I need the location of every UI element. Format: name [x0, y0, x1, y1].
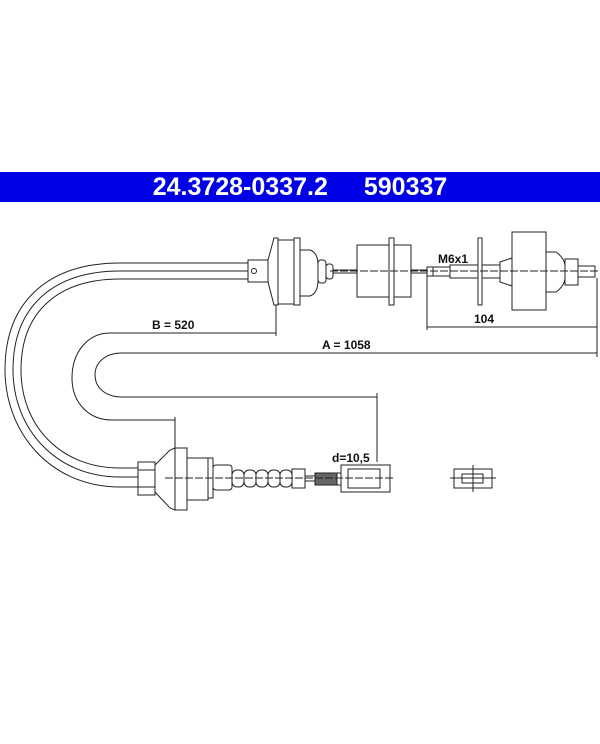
dimension-lines — [71, 276, 598, 462]
dimension-104-label: 104 — [474, 312, 494, 326]
dimension-b-label: B = 520 — [152, 318, 195, 332]
part-number: 24.3728-0337.2 — [152, 172, 328, 201]
reference-number: 590337 — [363, 172, 448, 201]
cable-sheath — [4, 262, 248, 488]
bottom-end-fitting — [137, 447, 395, 511]
dimension-a-label: A = 1058 — [322, 338, 371, 352]
title-banner: 24.3728-0337.2 590337 — [0, 172, 600, 202]
eye-icon — [251, 268, 257, 274]
diameter-label: d=10,5 — [332, 451, 370, 465]
thread-label: M6x1 — [438, 252, 468, 266]
top-end-fitting — [247, 231, 599, 311]
end-view-detail — [450, 465, 496, 492]
